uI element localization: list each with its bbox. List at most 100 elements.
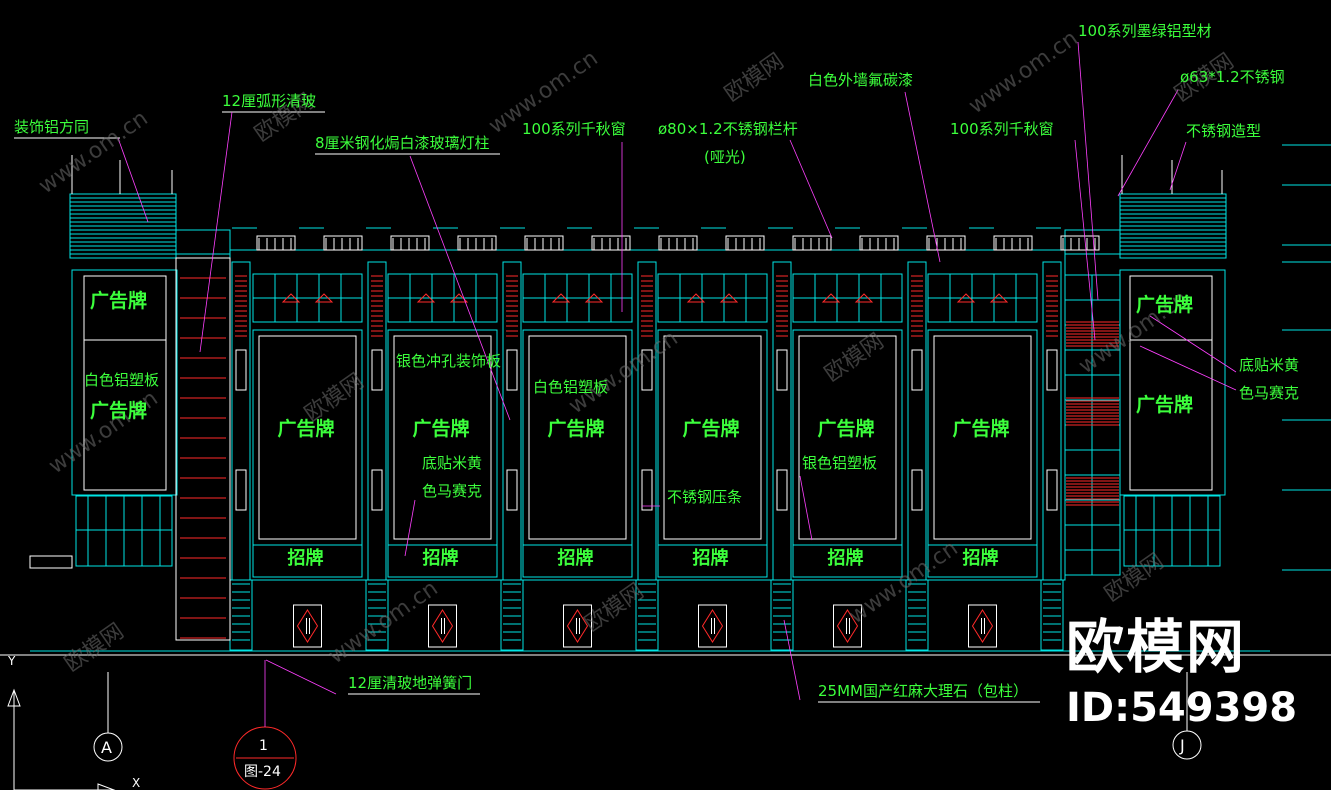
parapet-railing (993, 235, 1033, 251)
parapet-railing (926, 235, 966, 251)
pilaster (231, 261, 251, 581)
ucs-arrow (7, 688, 21, 707)
billboard-text: 广告牌 (90, 290, 148, 312)
door-diamond (431, 609, 454, 643)
parapet-railing (658, 235, 698, 251)
label-window-100-b: 100系列千秋窗 (950, 120, 1054, 138)
leader-line (117, 137, 149, 223)
lamp-column (911, 469, 923, 511)
entrance-door (428, 604, 457, 648)
parapet-railing (725, 235, 765, 251)
parapet-railing (256, 235, 296, 251)
lamp-column (1046, 349, 1058, 391)
window-triangle (719, 293, 739, 303)
leader-line (1169, 141, 1187, 191)
entrance-door (833, 604, 862, 648)
lamp-column (776, 349, 788, 391)
billboard-text: 广告牌 (682, 418, 740, 440)
label-railing: ø80×1.2不锈钢栏杆 (658, 120, 798, 138)
entrance-door (968, 604, 997, 648)
leader-line (265, 659, 337, 695)
brand-logo: 欧模网 (1066, 613, 1247, 681)
billboard-text: 广告牌 (277, 418, 335, 440)
signboard-text: 招牌 (827, 548, 864, 569)
signboard-text: 招牌 (287, 548, 324, 569)
window-triangle (551, 293, 571, 303)
label-window-100-a: 100系列千秋窗 (522, 120, 626, 138)
lamp-column (506, 469, 518, 511)
leader-line (1077, 41, 1099, 301)
leader-line (1117, 89, 1179, 197)
leader-line (783, 619, 801, 701)
label-white-alum-left: 白色铝塑板 (84, 371, 160, 389)
pilaster (502, 261, 522, 581)
leader-line (404, 499, 416, 557)
pilaster (1042, 261, 1062, 581)
ucs-y-label: Y (8, 654, 16, 668)
leader-line (904, 91, 941, 263)
signboard-text: 招牌 (557, 548, 594, 569)
leader-line (1149, 315, 1237, 373)
billboard-inner (528, 335, 627, 540)
lamp-column (235, 349, 247, 391)
label-mosaic-center-1: 底贴米黄 (422, 454, 483, 472)
window-triangle (416, 293, 436, 303)
lamp-column (641, 469, 653, 511)
entrance-door (563, 604, 592, 648)
label-fluorocarbon: 白色外墙氟碳漆 (808, 71, 914, 89)
signboard-text: 招牌 (422, 548, 459, 569)
lamp-column (1046, 469, 1058, 511)
lamp-column (506, 349, 518, 391)
leader-line (1139, 345, 1237, 391)
pilaster (367, 261, 387, 581)
label-decor-tube: 装饰铝方同 (14, 118, 90, 136)
parapet-railing (524, 235, 564, 251)
label-mosaic-center-2: 色马赛克 (422, 482, 483, 500)
entrance-door (698, 604, 727, 648)
window-triangle (989, 293, 1009, 303)
billboard-text: 广告牌 (1136, 294, 1194, 316)
lamp-column (776, 469, 788, 511)
window-triangle (314, 293, 334, 303)
window-triangle (686, 293, 706, 303)
leader-line (409, 155, 511, 421)
billboard-inner (258, 335, 357, 540)
parapet-railing (859, 235, 899, 251)
signboard-frame (387, 544, 498, 578)
billboard-inner (663, 335, 762, 540)
pilaster (907, 261, 927, 581)
label-railing-matte: (哑光) (704, 148, 746, 166)
label-ss-63: ø63*1.2不锈钢 (1180, 68, 1285, 86)
door-diamond (836, 609, 859, 643)
ucs-x-label: X (132, 776, 141, 790)
pilaster (772, 261, 792, 581)
lamp-column (641, 349, 653, 391)
label-arc-glass: 12厘弧形清玻 (222, 92, 317, 110)
signboard-frame (792, 544, 903, 578)
signboard-frame (522, 544, 633, 578)
entrance-door (293, 604, 322, 648)
label-mosaic-right-2: 色马赛克 (1239, 384, 1300, 402)
label-white-alum-center: 白色铝塑板 (533, 378, 609, 396)
window-triangle (956, 293, 976, 303)
label-silver-alum: 银色铝塑板 (802, 454, 878, 472)
door-diamond (971, 609, 994, 643)
billboard-text: 广告牌 (952, 418, 1010, 440)
signboard-text: 招牌 (692, 548, 729, 569)
left-stair-shaft (175, 257, 231, 641)
parapet-railing (1060, 235, 1100, 251)
pilaster (637, 261, 657, 581)
door-diamond (296, 609, 319, 643)
label-perforated: 银色冲孔装饰板 (396, 352, 502, 370)
leader-line (199, 111, 233, 353)
detail-number: 1 (259, 738, 268, 754)
label-green-alum: 100系列墨绿铝型材 (1078, 22, 1212, 40)
leader-line (1074, 139, 1096, 341)
billboard-text: 广告牌 (90, 400, 148, 422)
leader-line (789, 139, 833, 239)
billboard-inner (933, 335, 1032, 540)
lamp-column (235, 469, 247, 511)
label-ss-strip: 不锈钢压条 (667, 488, 743, 506)
lamp-column (371, 469, 383, 511)
